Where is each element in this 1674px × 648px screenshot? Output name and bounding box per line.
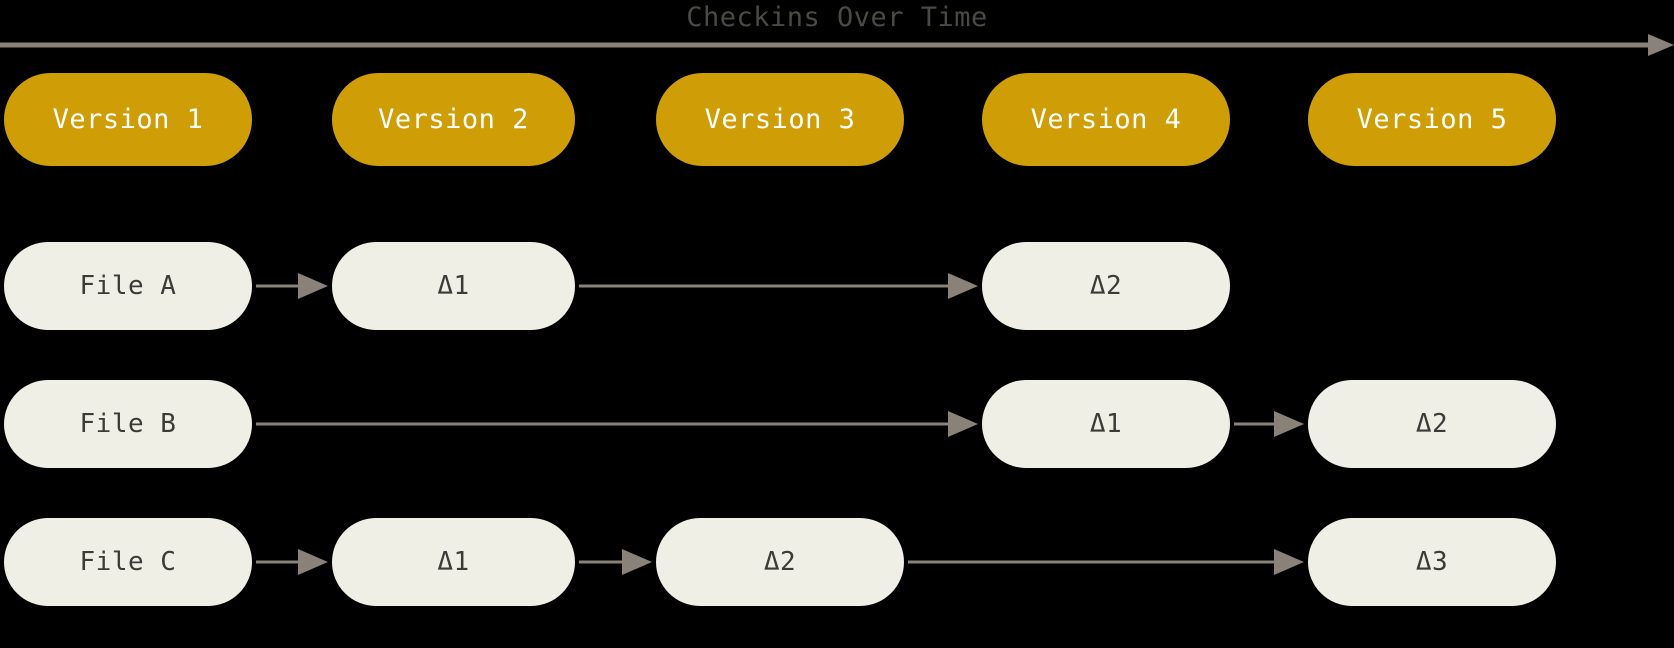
timeline-arrow [0, 34, 1674, 56]
version-pill-label: Version 4 [1030, 104, 1182, 135]
node-file-c-4[interactable]: Δ3 [1308, 518, 1556, 606]
version-pill-2[interactable]: Version 2 [332, 73, 575, 166]
version-pill-3[interactable]: Version 3 [656, 73, 904, 166]
node-label: Δ3 [1415, 547, 1449, 577]
node-label: File A [79, 271, 177, 301]
connector-arrowhead-file-b-1 [948, 411, 978, 437]
version-pill-4[interactable]: Version 4 [982, 73, 1230, 166]
connector-arrowhead-file-c-1 [298, 549, 328, 575]
node-file-b-1[interactable]: File B [4, 380, 252, 468]
page-title: Checkins Over Time [686, 2, 988, 33]
node-file-a-1[interactable]: File A [4, 242, 252, 330]
version-pill-5[interactable]: Version 5 [1308, 73, 1556, 166]
node-label: Δ1 [437, 547, 470, 577]
connector-arrowhead-file-b-2 [1274, 411, 1304, 437]
node-file-b-3[interactable]: Δ2 [1308, 380, 1556, 468]
node-file-a-3[interactable]: Δ2 [982, 242, 1230, 330]
timeline-arrowhead [1648, 34, 1674, 56]
node-file-c-3[interactable]: Δ2 [656, 518, 904, 606]
node-label: Δ1 [1089, 409, 1123, 439]
node-label: File B [79, 409, 177, 439]
node-file-c-1[interactable]: File C [4, 518, 252, 606]
version-pill-label: Version 5 [1356, 104, 1508, 135]
node-file-b-2[interactable]: Δ1 [982, 380, 1230, 468]
node-label: Δ1 [437, 271, 470, 301]
version-pill-label: Version 2 [378, 104, 529, 135]
version-pill-1[interactable]: Version 1 [4, 73, 252, 166]
node-label: Δ2 [763, 547, 797, 577]
node-file-a-2[interactable]: Δ1 [332, 242, 575, 330]
node-label: Δ2 [1089, 271, 1123, 301]
connector-arrowhead-file-c-3 [1274, 549, 1304, 575]
connector-arrowhead-file-a-1 [298, 273, 328, 299]
node-file-c-2[interactable]: Δ1 [332, 518, 575, 606]
version-pill-label: Version 3 [704, 104, 856, 135]
connector-arrowhead-file-a-2 [948, 273, 978, 299]
node-label: Δ2 [1415, 409, 1449, 439]
version-pill-label: Version 1 [52, 104, 204, 135]
node-label: File C [79, 547, 177, 577]
connector-arrowhead-file-c-2 [622, 549, 652, 575]
